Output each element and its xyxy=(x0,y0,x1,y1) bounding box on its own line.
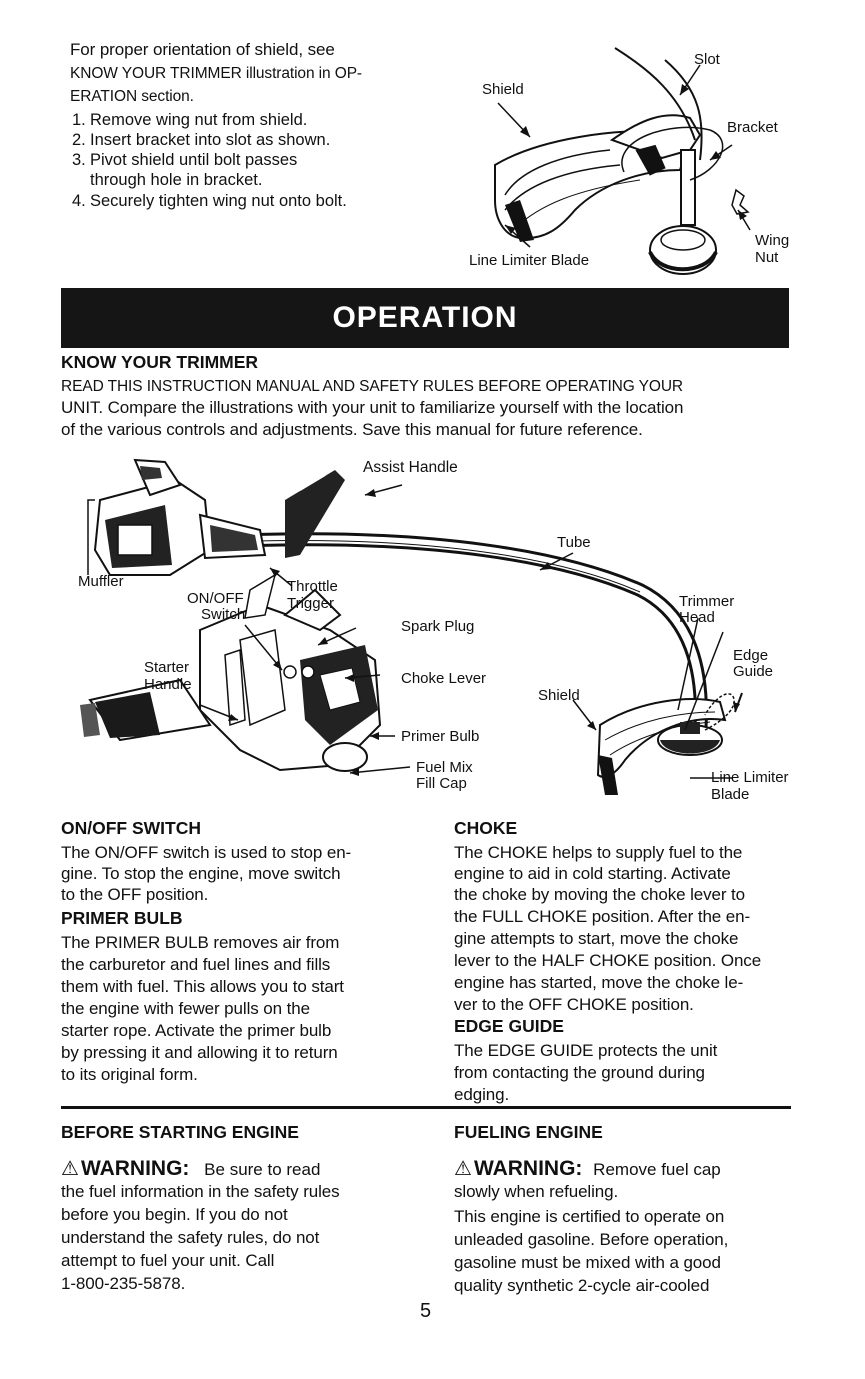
body-line: ver to the OFF CHOKE position. xyxy=(454,995,694,1014)
label-head: Head xyxy=(679,609,715,626)
label-edge: Edge xyxy=(733,647,769,664)
body-line: gine. To stop the engine, move switch xyxy=(61,864,341,883)
section-heading: CHOKE xyxy=(454,818,518,838)
label-guide: Guide xyxy=(733,663,774,680)
label-fuel-mix: Fuel Mix xyxy=(416,759,473,776)
body-line: them with fuel. This allows you to start xyxy=(61,977,344,996)
body-line: engine to aid in cold starting. Activate xyxy=(454,864,731,883)
section-heading: FUELING ENGINE xyxy=(454,1122,603,1142)
section-heading: KNOW YOUR TRIMMER xyxy=(61,352,259,372)
warning-triangle-icon: ⚠ xyxy=(61,1158,79,1180)
body-line: gasoline must be mixed with a good xyxy=(454,1253,721,1272)
body-line: the choke by moving the choke lever to xyxy=(454,885,746,904)
label-wing: Wing xyxy=(755,232,790,249)
label-on-off: ON/OFF xyxy=(187,590,244,607)
body-line: The PRIMER BULB removes air from xyxy=(61,933,340,952)
label-muffler: Muffler xyxy=(78,573,124,590)
body-line: starter rope. Activate the primer bulb xyxy=(61,1021,332,1040)
warning-line: ⚠WARNING: Be sure to read xyxy=(61,1156,320,1181)
section-heading: PRIMER BULB xyxy=(61,908,183,928)
body-line: gine attempts to start, move the choke xyxy=(454,929,739,948)
body-line: lever to the HALF CHOKE position. Once xyxy=(454,951,762,970)
label-nut: Nut xyxy=(755,249,779,266)
section-heading: BEFORE STARTING ENGINE xyxy=(61,1122,299,1142)
body-line: to its original form. xyxy=(61,1065,198,1084)
shield-assembly-drawing xyxy=(494,47,751,275)
label-line-limiter-blade: Line Limiter Blade xyxy=(469,252,590,269)
warning-text: Remove fuel cap xyxy=(593,1160,721,1179)
step-number: 1. xyxy=(72,111,86,129)
step-number: 3. xyxy=(72,151,86,169)
body-line: The CHOKE helps to supply fuel to the xyxy=(454,843,743,862)
label-throttle: Throttle xyxy=(287,578,338,595)
label-trigger: Trigger xyxy=(287,595,334,612)
section-heading: ON/OFF SWITCH xyxy=(61,818,201,838)
body-line: The ON/OFF switch is used to stop en- xyxy=(61,843,352,862)
step-number: 2. xyxy=(72,131,86,149)
warning-line: ⚠WARNING: Remove fuel cap xyxy=(454,1156,721,1181)
body-line: attempt to fuel your unit. Call xyxy=(61,1251,275,1270)
body-line: to the OFF position. xyxy=(61,885,209,904)
section-heading: EDGE GUIDE xyxy=(454,1016,564,1036)
warning-label: WARNING: xyxy=(473,1157,583,1180)
label-tube: Tube xyxy=(557,534,591,551)
label-slot: Slot xyxy=(694,51,720,68)
step-text: Securely tighten wing nut onto bolt. xyxy=(90,192,347,210)
body-line: the FULL CHOKE position. After the en- xyxy=(454,907,751,926)
warning-label: WARNING: xyxy=(80,1157,190,1180)
body-line: The EDGE GUIDE protects the unit xyxy=(454,1041,718,1060)
label-starter: Starter xyxy=(144,659,190,676)
label-handle: Handle xyxy=(144,676,192,693)
step-text: Pivot shield until bolt passes xyxy=(90,151,298,169)
warning-text-line: slowly when refueling. xyxy=(454,1182,619,1201)
body-line: the carburetor and fuel lines and fills xyxy=(61,955,331,974)
label-trimmer: Trimmer xyxy=(679,593,735,610)
label-choke-lever: Choke Lever xyxy=(401,670,487,687)
intro-line-3: of the various controls and adjustments.… xyxy=(61,420,643,439)
body-line: the fuel information in the safety rules xyxy=(61,1182,340,1201)
page-number: 5 xyxy=(420,1300,432,1322)
label-shield: Shield xyxy=(538,687,580,704)
trimmer-drawing xyxy=(80,458,743,795)
body-line: before you begin. If you do not xyxy=(61,1205,288,1224)
intro-line-1: READ THIS INSTRUCTION MANUAL AND SAFETY … xyxy=(61,378,684,395)
shield-intro-line-1: For proper orientation of shield, see xyxy=(70,40,335,59)
label-switch: Switch xyxy=(201,606,246,623)
shield-intro-line-2: KNOW YOUR TRIMMER illustration in OP- xyxy=(70,65,362,82)
label-primer-bulb: Primer Bulb xyxy=(401,728,480,745)
body-line: from contacting the ground during xyxy=(454,1063,705,1082)
intro-line-2: UNIT. Compare the illustrations with you… xyxy=(61,398,684,417)
body-line: by pressing it and allowing it to return xyxy=(61,1043,338,1062)
body-line: quality synthetic 2-cycle air-cooled xyxy=(454,1276,710,1295)
body-line: edging. xyxy=(454,1085,510,1104)
operation-banner: OPERATION xyxy=(61,288,789,348)
label-bracket: Bracket xyxy=(727,119,778,136)
warning-text: Be sure to read xyxy=(204,1160,321,1179)
body-line: This engine is certified to operate on xyxy=(454,1207,725,1226)
section-divider xyxy=(61,1106,791,1109)
step-number: 4. xyxy=(72,192,86,210)
label-line-limiter: Line Limiter xyxy=(711,769,789,786)
label-spark-plug: Spark Plug xyxy=(401,618,475,635)
label-fill-cap: Fill Cap xyxy=(416,775,467,792)
body-line: understand the safety rules, do not xyxy=(61,1228,320,1247)
label-assist-handle: Assist Handle xyxy=(363,459,458,476)
label-blade: Blade xyxy=(711,786,750,803)
body-line: engine has started, move the choke le- xyxy=(454,973,744,992)
label-shield: Shield xyxy=(482,81,524,98)
warning-triangle-icon: ⚠ xyxy=(454,1158,472,1180)
body-line: the engine with fewer pulls on the xyxy=(61,999,310,1018)
shield-intro-line-3: ERATION section. xyxy=(70,88,194,105)
step-text: Insert bracket into slot as shown. xyxy=(90,131,331,149)
phone-number: 1-800-235-5878. xyxy=(61,1274,186,1293)
step-text: through hole in bracket. xyxy=(90,171,263,189)
body-line: unleaded gasoline. Before operation, xyxy=(454,1230,729,1249)
step-text: Remove wing nut from shield. xyxy=(90,111,308,129)
